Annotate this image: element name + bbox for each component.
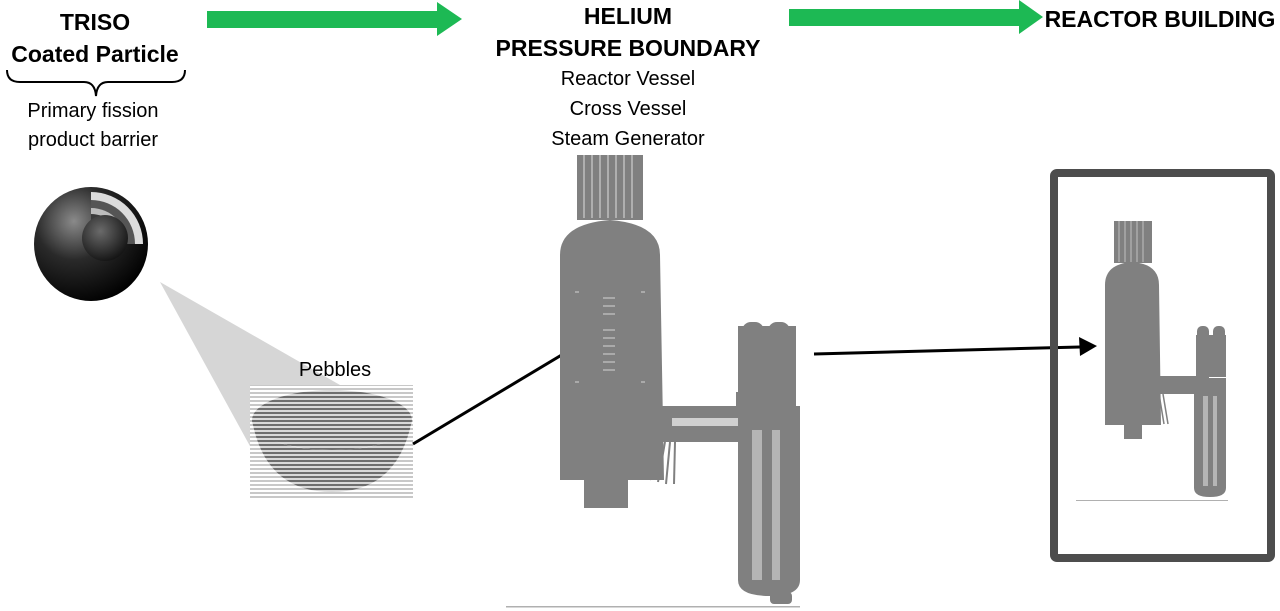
helium-item-reactor-vessel: Reactor Vessel: [560, 68, 696, 90]
triso-desc-line1: Primary fission: [27, 100, 159, 122]
triso-description: Primary fission product barrier: [0, 97, 186, 155]
triso-title-line2: Coated Particle: [11, 41, 179, 67]
triso-desc-line2: product barrier: [27, 129, 159, 151]
reactor-building-frame: [1050, 169, 1275, 562]
helium-item-cross-vessel: Cross Vessel: [569, 98, 687, 120]
triso-title: TRISO Coated Particle: [0, 6, 190, 70]
reactor-system-large: [506, 155, 800, 608]
pebble-bed-icon: [250, 385, 413, 498]
reactor-system-small: [1076, 221, 1228, 501]
helium-title: HELIUM PRESSURE BOUNDARY: [468, 0, 788, 64]
flow-arrow-2: [789, 0, 1043, 34]
brace-icon: [6, 69, 186, 97]
helium-component-list: Reactor Vessel Cross Vessel Steam Genera…: [478, 64, 778, 154]
reactor-building-title: REACTOR BUILDING: [1044, 6, 1276, 32]
triso-title-line1: TRISO: [59, 9, 131, 35]
helium-item-steam-generator: Steam Generator: [551, 128, 705, 150]
building-arrow-line: [813, 345, 1081, 356]
helium-title-line1: HELIUM: [583, 3, 673, 29]
pebbles-label: Pebbles: [298, 359, 372, 381]
flow-arrow-1: [207, 2, 462, 36]
helium-title-line2: PRESSURE BOUNDARY: [495, 35, 761, 61]
triso-particle-icon: [34, 187, 340, 468]
building-arrow-head: [1079, 337, 1097, 356]
